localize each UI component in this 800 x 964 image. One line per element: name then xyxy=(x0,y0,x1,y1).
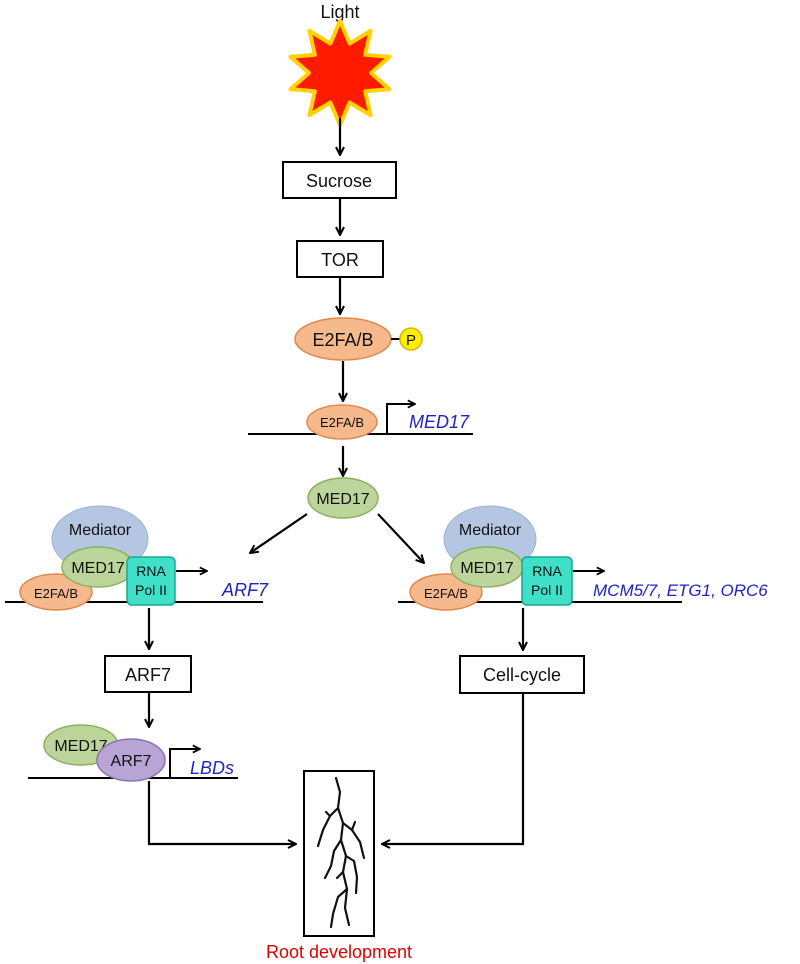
mediator-right-label: Mediator xyxy=(459,522,522,539)
root-development-label: Root development xyxy=(266,942,412,962)
med17-bottom-label: MED17 xyxy=(54,738,107,755)
arrow-cell-cycle-root xyxy=(382,694,525,844)
phosphate-label: P xyxy=(406,332,416,349)
cell-cycle-box xyxy=(459,655,585,694)
tor-label: TOR xyxy=(321,250,359,270)
arf7-protein-label: ARF7 xyxy=(111,753,152,770)
rna-pol-right-label-2: Pol II xyxy=(531,582,563,598)
cell-cycle-genes-label: MCM5/7, ETG1, ORC6 xyxy=(593,581,768,600)
med17-right-label: MED17 xyxy=(460,560,513,577)
rna-pol-right-label-1: RNA xyxy=(532,563,562,579)
arf7-gene-label: ARF7 xyxy=(221,580,269,600)
sun-icon xyxy=(288,19,392,127)
rna-pol-right xyxy=(521,556,573,606)
e2fa-b-phos-label: E2FA/B xyxy=(312,330,373,350)
root-icon xyxy=(316,776,366,929)
arrow-med17-right xyxy=(377,513,424,563)
med17-left-label: MED17 xyxy=(71,560,124,577)
arf7-med17-complex: MED17 ARF7 LBDs xyxy=(28,724,238,782)
tss-arrow-lbds xyxy=(169,749,200,778)
med17-gene-label: MED17 xyxy=(409,412,470,432)
e2fa-b-bound-label: E2FA/B xyxy=(320,415,364,430)
tss-arrow-med17 xyxy=(386,404,415,434)
light-label: Light xyxy=(320,2,359,22)
cell-cycle-label: Cell-cycle xyxy=(483,665,561,685)
rna-pol-left-label-2: Pol II xyxy=(135,582,167,598)
arf7-box-label: ARF7 xyxy=(125,665,171,685)
sucrose-label: Sucrose xyxy=(306,171,372,191)
lbds-gene-label: LBDs xyxy=(190,758,234,778)
e2fa-b-right-label: E2FA/B xyxy=(424,586,468,601)
med17-protein-label: MED17 xyxy=(316,491,369,508)
arf7-protein xyxy=(96,738,166,782)
rna-pol-left-label-1: RNA xyxy=(136,563,166,579)
right-transcription-complex: Mediator E2FA/B MED17 RNA Pol II MCM5/7,… xyxy=(398,505,768,611)
sucrose-box xyxy=(282,161,397,199)
mediator-left-label: Mediator xyxy=(69,522,132,539)
e2fa-b-left xyxy=(19,573,93,611)
tor-box xyxy=(296,240,384,278)
e2fa-b-bound xyxy=(306,404,378,440)
arrow-lbds-root xyxy=(147,781,296,844)
arrow-med17-left xyxy=(250,513,308,553)
arf7-box xyxy=(104,655,192,693)
e2fa-b-left-label: E2FA/B xyxy=(34,586,78,601)
med17-protein xyxy=(307,477,379,519)
rna-pol-left xyxy=(126,556,176,606)
phosphate-circle xyxy=(399,327,423,351)
left-transcription-complex: Mediator E2FA/B MED17 RNA Pol II ARF7 xyxy=(5,505,269,611)
